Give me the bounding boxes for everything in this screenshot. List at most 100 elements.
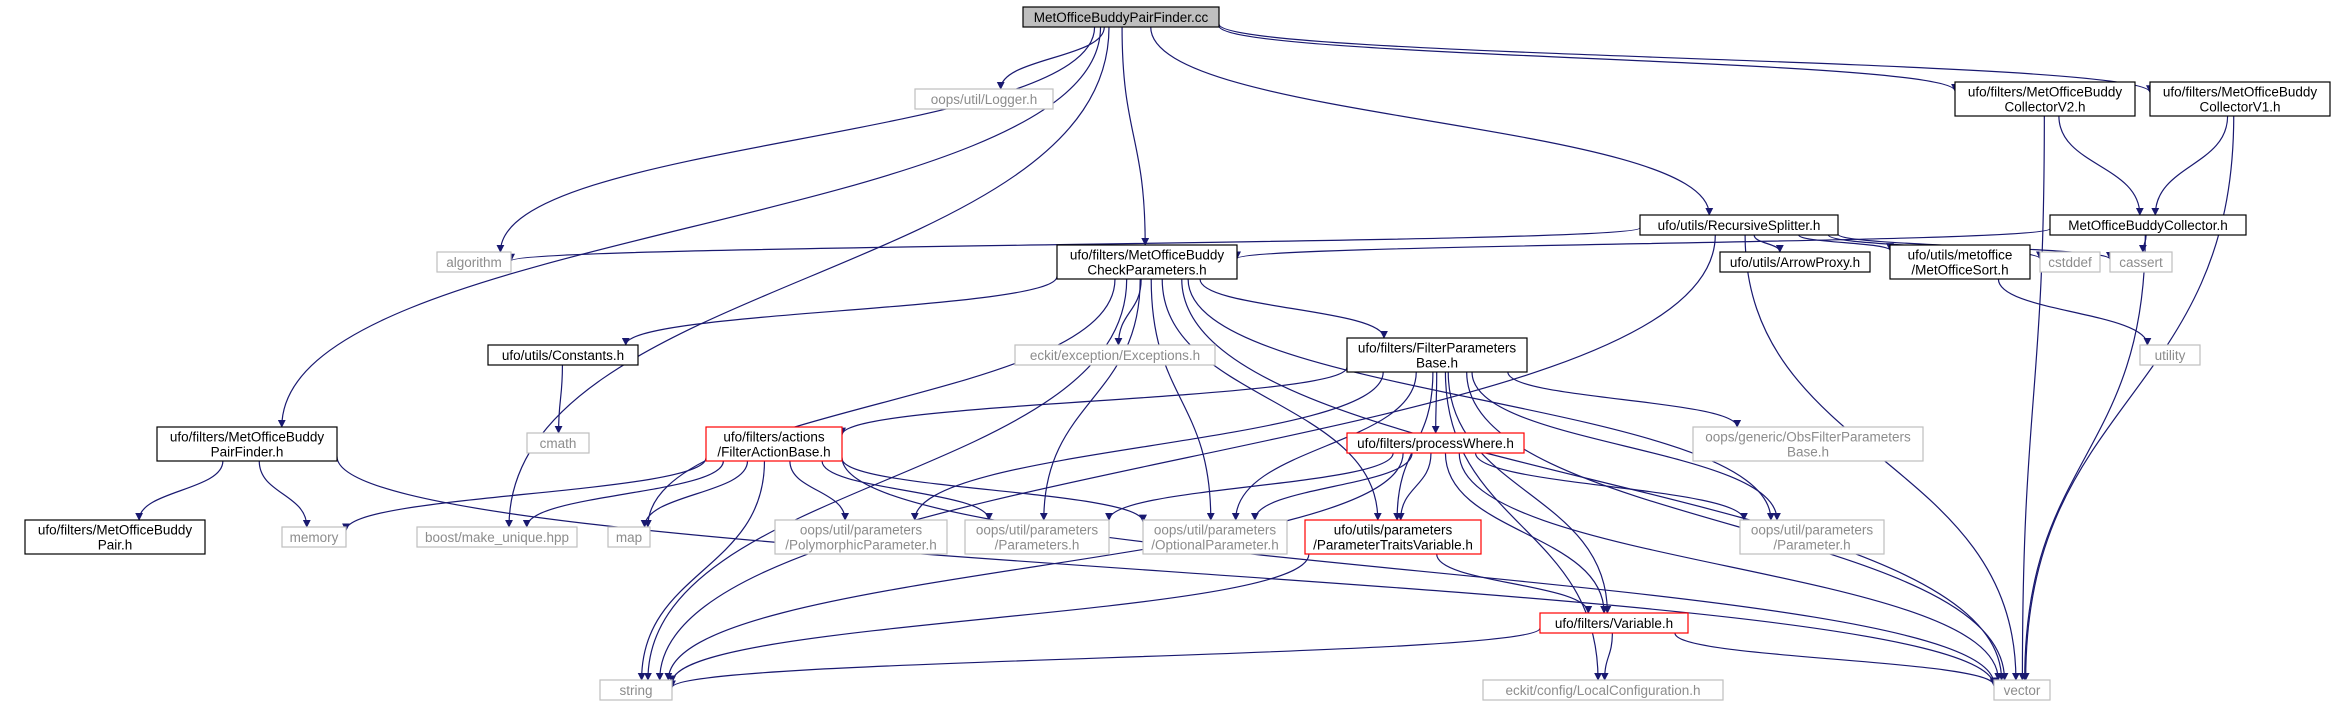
edge-variable-to-string: [668, 627, 1541, 689]
node-label: map: [616, 530, 642, 545]
edge-filterparams-to-vector: [1466, 371, 2009, 681]
node-arrowproxy[interactable]: ufo/utils/ArrowProxy.h: [1719, 251, 1871, 273]
edge-pairfinderh-to-vector: [336, 456, 1998, 687]
node-label: oops/util/parameters: [1154, 523, 1277, 538]
edge-checkparams-to-map: [643, 278, 1116, 528]
node-box: [526, 432, 590, 454]
node-label: /MetOfficeSort.h: [1911, 263, 2008, 278]
node-box: [487, 344, 639, 366]
edge-root-to-collectorV1: [1218, 23, 2154, 94]
node-cmath: cmath: [526, 432, 590, 454]
edge-root-to-pairfinderh: [277, 26, 1102, 428]
node-pairfinderh[interactable]: ufo/filters/MetOfficeBuddyPairFinder.h: [156, 426, 338, 462]
edge-processwhere-to-parameters: [1105, 452, 1394, 521]
node-box: [607, 526, 651, 548]
edge-filterparams-to-parameter: [1471, 371, 1781, 521]
node-box: [1482, 679, 1724, 701]
node-box: [599, 679, 673, 701]
edge-processwhere-to-string: [664, 452, 1404, 681]
node-root[interactable]: MetOfficeBuddyPairFinder.cc: [1022, 6, 1220, 28]
node-logger: oops/util/Logger.h: [914, 88, 1054, 110]
node-box: [1639, 214, 1839, 236]
node-label: oops/generic/ObsFilterParameters: [1705, 430, 1911, 445]
edge-collectorV1-to-vector: [2021, 115, 2235, 681]
node-processwhere[interactable]: ufo/filters/processWhere.h: [1346, 432, 1525, 454]
node-label: oops/util/Logger.h: [931, 92, 1038, 107]
node-label: /PolymorphicParameter.h: [785, 538, 937, 553]
node-algorithm: algorithm: [436, 251, 512, 273]
node-label: vector: [2004, 683, 2041, 698]
node-box: [1539, 612, 1689, 634]
node-label: ufo/filters/MetOfficeBuddy: [38, 523, 193, 538]
edge-root-to-algorithm: [496, 26, 1096, 253]
edge-collector-to-cassert: [2138, 234, 2147, 253]
edge-checkparams-to-filterparams: [1199, 278, 1388, 339]
edge-pairfinderh-to-memory: [258, 460, 311, 528]
edge-collectorV2-to-collector: [2058, 115, 2144, 216]
node-exceptions: eckit/exception/Exceptions.h: [1014, 344, 1216, 366]
node-box: [1142, 519, 1288, 555]
edge-traitsvar-to-string: [668, 553, 1310, 684]
node-box: [1889, 244, 2031, 280]
node-recursive[interactable]: ufo/utils/RecursiveSplitter.h: [1639, 214, 1839, 236]
node-label: Base.h: [1787, 445, 1829, 460]
node-label: ufo/utils/RecursiveSplitter.h: [1658, 218, 1821, 233]
node-label: eckit/exception/Exceptions.h: [1030, 348, 1200, 363]
node-label: oops/util/parameters: [1751, 523, 1874, 538]
edge-checkparams-to-parameters: [1039, 278, 1141, 521]
node-box: [2139, 344, 2201, 366]
node-box: [2039, 251, 2101, 273]
node-box: [281, 526, 347, 548]
edge-filterparams-to-optional: [1231, 371, 1417, 521]
edge-processwhere-to-variable: [1444, 452, 1609, 614]
node-cassert: cassert: [2109, 251, 2173, 273]
edge-processwhere-to-parameter: [1474, 452, 1748, 521]
node-label: ufo/filters/FilterParameters: [1358, 341, 1517, 356]
node-constants[interactable]: ufo/utils/Constants.h: [487, 344, 639, 366]
node-label: oops/util/parameters: [800, 523, 923, 538]
node-label: /ParameterTraitsVariable.h: [1313, 538, 1473, 553]
node-label: Pair.h: [98, 538, 133, 553]
node-filteraction[interactable]: ufo/filters/actions/FilterActionBase.h: [705, 426, 843, 462]
edge-collectorV2-to-vector: [2018, 115, 2045, 681]
node-box: [1056, 244, 1238, 280]
node-mosort[interactable]: ufo/utils/metoffice/MetOfficeSort.h: [1889, 244, 2031, 280]
edge-variable-to-localconfig: [1600, 632, 1613, 681]
node-label: ufo/filters/MetOfficeBuddy: [1968, 85, 2123, 100]
node-checkparams[interactable]: ufo/filters/MetOfficeBuddyCheckParameter…: [1056, 244, 1238, 280]
node-label: /Parameters.h: [995, 538, 1080, 553]
node-label: ufo/filters/MetOfficeBuddy: [1070, 248, 1225, 263]
node-box: [914, 88, 1054, 110]
node-box: [1346, 432, 1525, 454]
node-box: [964, 519, 1110, 555]
edge-recursive-to-mosort: [1798, 234, 1894, 252]
node-collector[interactable]: MetOfficeBuddyCollector.h: [2049, 214, 2247, 236]
node-memory: memory: [281, 526, 347, 548]
edge-filterparams-to-processwhere: [1431, 371, 1440, 434]
edge-filterparams-to-polymorphic: [910, 371, 1384, 521]
node-makeunique: boost/make_unique.hpp: [416, 526, 578, 548]
edge-filteraction-to-makeunique: [522, 460, 724, 528]
node-label: ufo/utils/parameters: [1334, 523, 1453, 538]
node-cstddef: cstddef: [2039, 251, 2101, 273]
edge-checkparams-to-parameter: [1187, 278, 1775, 521]
node-label: ufo/utils/Constants.h: [502, 348, 624, 363]
node-traitsvar[interactable]: ufo/utils/parameters/ParameterTraitsVari…: [1304, 519, 1482, 555]
edge-checkparams-to-traitsvar: [1161, 278, 1382, 521]
node-label: ufo/filters/processWhere.h: [1357, 436, 1514, 451]
edge-collector-to-checkparams: [1233, 228, 2051, 260]
node-pairh[interactable]: ufo/filters/MetOfficeBuddyPair.h: [24, 519, 206, 555]
node-label: algorithm: [446, 255, 502, 270]
node-label: /FilterActionBase.h: [717, 445, 830, 460]
node-box: [774, 519, 948, 555]
node-variable[interactable]: ufo/filters/Variable.h: [1539, 612, 1689, 634]
edge-checkparams-to-optional: [1150, 278, 1215, 521]
edge-filteraction-to-parameters: [821, 460, 993, 521]
node-label: utility: [2155, 348, 2186, 363]
edge-processwhere-to-optional: [1250, 452, 1413, 521]
node-box: [2149, 81, 2331, 117]
edge-processwhere-to-traitsvar: [1396, 452, 1432, 521]
